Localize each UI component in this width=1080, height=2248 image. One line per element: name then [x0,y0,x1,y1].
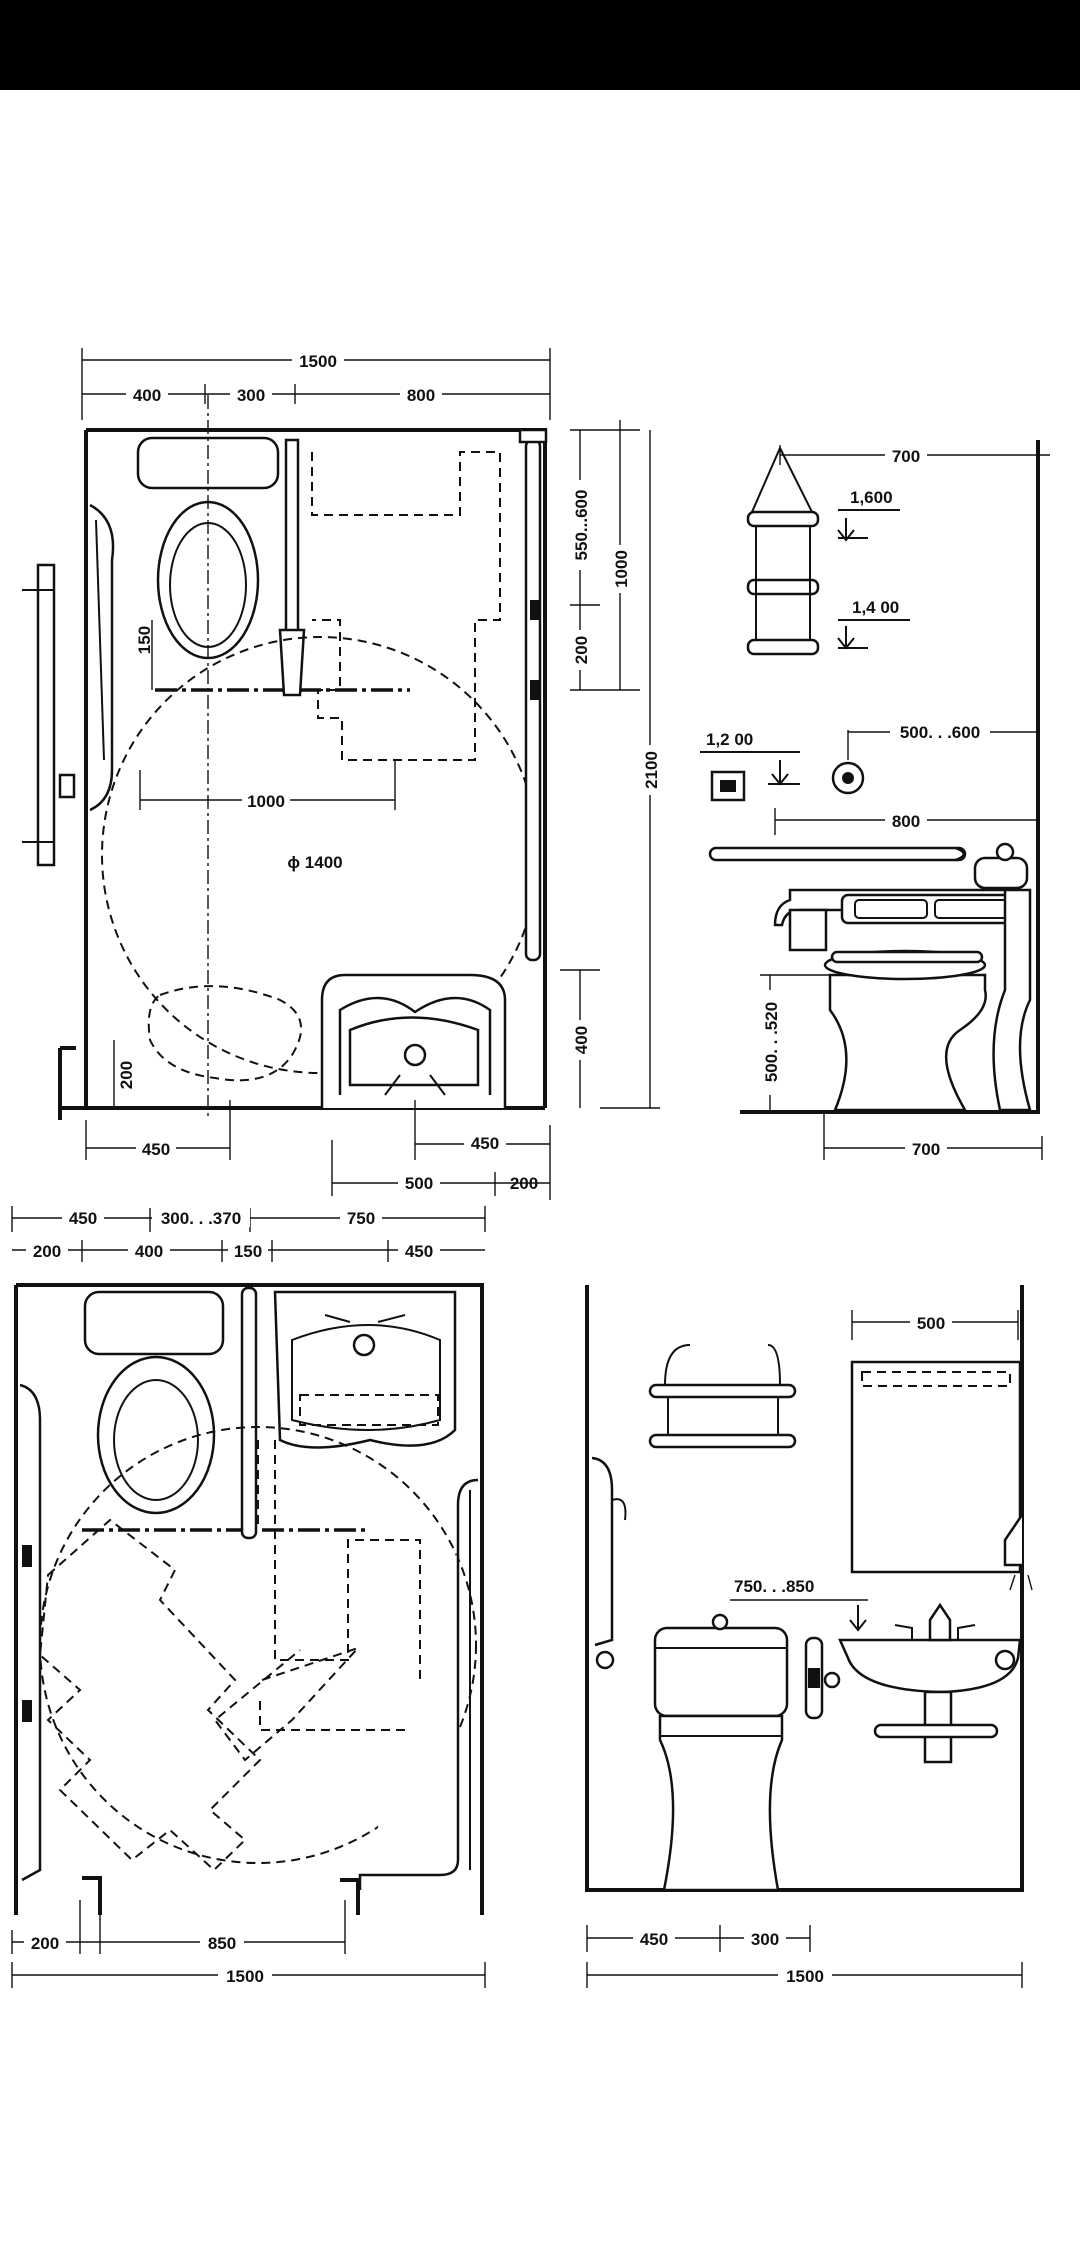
dim-500-520: 500. . .520 [762,1002,781,1082]
dim-800: 800 [407,386,435,405]
dim-200-bottom: 200 [510,1174,538,1193]
left-wall-rail [591,1456,614,1647]
toilet-front [658,1714,784,1892]
outside-rail [36,563,56,867]
mirror [850,1360,1022,1574]
status-bar [0,0,1080,90]
dim-450-right: 450 [471,1134,499,1153]
toilet-tank-front [653,1626,789,1718]
dim-750-850: 750. . .850 [734,1577,814,1596]
dim-1200: 1,2 00 [706,730,753,749]
dim-700-bottom: 700 [912,1140,940,1159]
alt-basin [147,985,302,1082]
dim-1500: 1500 [786,1967,824,1986]
dim-200-bottom: 200 [31,1934,59,1953]
grab-bar-vertical [240,1286,258,1540]
dim-300-370: 300. . .370 [161,1209,241,1228]
dim-850: 850 [208,1934,236,1953]
dim-450-right: 450 [405,1242,433,1261]
dim-1000-vertical: 1000 [612,550,631,588]
wheelchair-outline [213,1440,421,1762]
grab-bar-vertical [284,438,300,642]
plan-2: 450 300. . .370 750 200 400 150 450 [11,1206,486,1988]
dim-circle: ϕ 1400 [287,853,342,872]
dim-1600: 1,600 [850,488,893,507]
dim-400-right: 400 [572,1026,591,1054]
dim-200-vertical: 200 [572,636,591,664]
right-grab-rail [358,1478,479,1890]
dim-700-top: 700 [892,447,920,466]
dim-1400: 1,4 00 [852,598,899,617]
dim-500: 500 [917,1314,945,1333]
dim-400: 400 [133,386,161,405]
elevation-1: 700 1,600 1,4 00 1,2 00 500. . .600 [700,440,1050,1160]
dim-500-600: 500. . .600 [900,723,980,742]
dim-total-width: 1500 [299,352,337,371]
plan-1: 1500 400 300 800 550...600 1000 200 2100… [22,348,661,1200]
dim-200-left: 200 [117,1061,136,1089]
shelf-hanger [750,445,814,513]
dim-450: 450 [640,1930,668,1949]
toilet-elevation [828,973,987,1112]
dim-500: 500 [405,1174,433,1193]
dim-550-600: 550...600 [572,490,591,561]
dim-150: 150 [234,1242,262,1261]
dim-1000-horizontal: 1000 [247,792,285,811]
dim-300: 300 [237,386,265,405]
dim-400: 400 [135,1242,163,1261]
wall-tank [973,856,1029,890]
dim-800: 800 [892,812,920,831]
horizontal-grab-bar [708,846,967,862]
washbasin-elevation [838,1638,1022,1694]
dim-300: 300 [751,1930,779,1949]
dim-1500: 1500 [226,1967,264,1986]
dim-150: 150 [135,626,154,654]
left-grab-rail [19,1383,42,1882]
dim-2100: 2100 [642,751,661,789]
dim-750: 750 [347,1209,375,1228]
hand-dryer [1003,1514,1024,1567]
dim-200: 200 [33,1242,61,1261]
basin-grab-bar [873,1723,999,1739]
dim-450-left: 450 [142,1140,170,1159]
towel-rack [648,1383,797,1399]
turning-circle [39,1426,477,1864]
toilet-tank [83,1290,225,1356]
wheelchair-outline [311,451,501,761]
elevation-2: 500 750. . .850 [585,1285,1033,1988]
dim-450: 450 [69,1209,97,1228]
